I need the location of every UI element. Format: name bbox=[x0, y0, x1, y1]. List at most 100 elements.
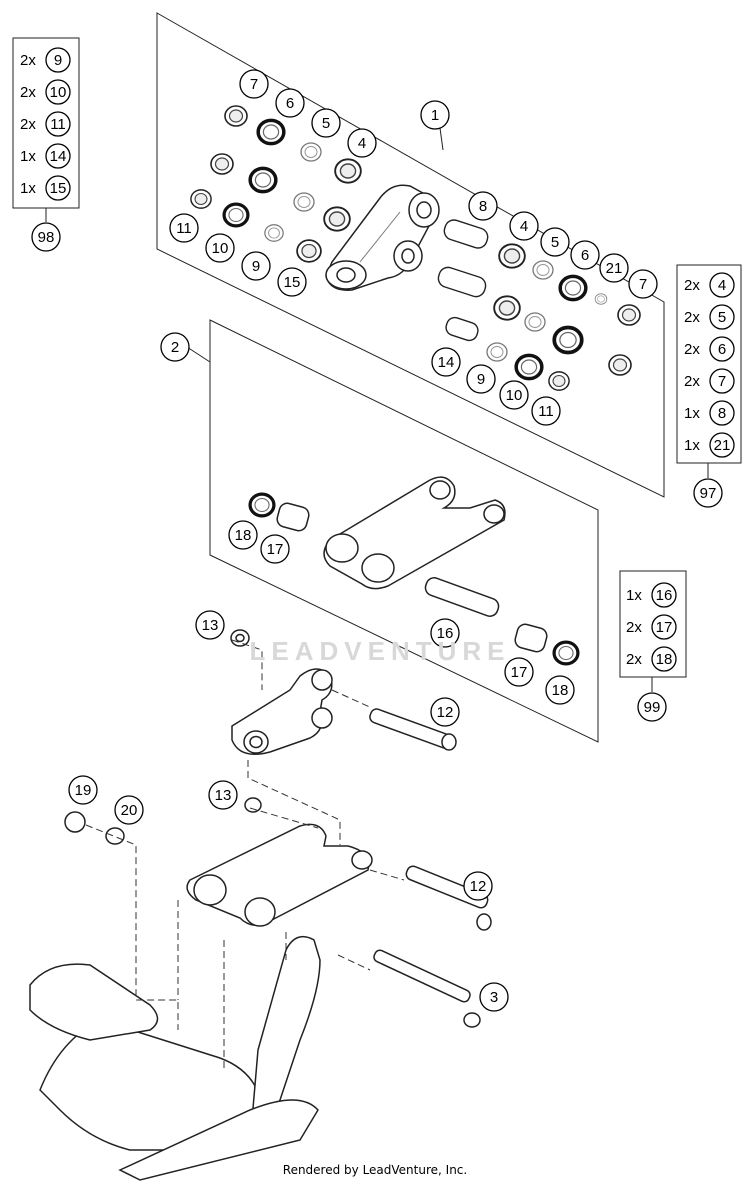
linkage-lever-upper bbox=[325, 184, 440, 291]
callout-c16: 16 bbox=[430, 618, 460, 648]
callout-c13b: 13 bbox=[208, 780, 238, 810]
callout-c10a: 10 bbox=[205, 233, 235, 263]
svg-text:13: 13 bbox=[215, 787, 232, 804]
callout-c8: 8 bbox=[468, 191, 498, 221]
svg-text:4: 4 bbox=[358, 135, 366, 152]
svg-text:21: 21 bbox=[714, 437, 731, 454]
svg-text:11: 11 bbox=[538, 403, 554, 420]
svg-text:4: 4 bbox=[718, 277, 726, 294]
svg-text:15: 15 bbox=[50, 180, 67, 197]
kit-badge-98: 98 bbox=[31, 222, 61, 252]
kit-2-panel bbox=[209, 319, 599, 743]
svg-text:5: 5 bbox=[718, 309, 726, 326]
callout-c6b: 6 bbox=[570, 240, 600, 270]
callout-c9a: 9 bbox=[241, 251, 271, 281]
svg-text:9: 9 bbox=[477, 371, 485, 388]
callout-c3: 3 bbox=[479, 982, 509, 1012]
svg-text:18: 18 bbox=[656, 651, 673, 668]
svg-text:11: 11 bbox=[50, 116, 66, 133]
kit-99-qty: 2x bbox=[626, 619, 642, 636]
svg-text:9: 9 bbox=[252, 258, 260, 275]
kit-98-qty: 2x bbox=[20, 52, 36, 69]
kit-2-parts bbox=[248, 476, 580, 666]
svg-text:11: 11 bbox=[176, 220, 192, 237]
kit-97-qty: 1x bbox=[684, 437, 700, 454]
kit-97-part: 4 bbox=[709, 272, 735, 298]
dashed-guides bbox=[85, 639, 405, 1070]
callout-c9b: 9 bbox=[466, 364, 496, 394]
svg-text:7: 7 bbox=[718, 373, 726, 390]
callout-c18a: 18 bbox=[228, 520, 258, 550]
callout-c20: 20 bbox=[114, 795, 144, 825]
svg-text:16: 16 bbox=[437, 625, 454, 642]
kit-97-qty: 2x bbox=[684, 341, 700, 358]
kit-99-qty: 1x bbox=[626, 587, 642, 604]
svg-text:7: 7 bbox=[639, 276, 647, 293]
kit-98-part: 10 bbox=[45, 79, 71, 105]
callout-c15: 15 bbox=[277, 267, 307, 297]
callout-c17b: 17 bbox=[504, 657, 534, 687]
svg-text:17: 17 bbox=[656, 619, 673, 636]
svg-text:6: 6 bbox=[286, 95, 294, 112]
svg-text:16: 16 bbox=[656, 587, 673, 604]
callout-c21: 21 bbox=[599, 253, 629, 283]
kit-97-qty: 2x bbox=[684, 373, 700, 390]
callout-c4a: 4 bbox=[347, 128, 377, 158]
kit-97-part: 6 bbox=[709, 336, 735, 362]
kit-97-box bbox=[676, 264, 742, 464]
svg-text:17: 17 bbox=[267, 541, 284, 558]
svg-text:20: 20 bbox=[121, 802, 138, 819]
svg-text:6: 6 bbox=[581, 247, 589, 264]
svg-text:14: 14 bbox=[438, 354, 455, 371]
svg-text:14: 14 bbox=[50, 148, 67, 165]
svg-text:6: 6 bbox=[718, 341, 726, 358]
kit-98-qty: 2x bbox=[20, 116, 36, 133]
kit-99-part: 18 bbox=[651, 646, 677, 672]
svg-text:4: 4 bbox=[520, 218, 528, 235]
callout-c6a: 6 bbox=[275, 88, 305, 118]
svg-text:10: 10 bbox=[212, 240, 229, 257]
callout-c11a: 11 bbox=[169, 213, 199, 243]
callout-c5a: 5 bbox=[311, 108, 341, 138]
svg-text:21: 21 bbox=[606, 260, 623, 277]
kit-99-part: 17 bbox=[651, 614, 677, 640]
svg-text:5: 5 bbox=[551, 234, 559, 251]
callout-c11b: 11 bbox=[531, 396, 561, 426]
kit-97-qty: 1x bbox=[684, 405, 700, 422]
kit-badge-97: 97 bbox=[693, 478, 723, 508]
svg-text:10: 10 bbox=[50, 84, 67, 101]
callout-c7a: 7 bbox=[239, 69, 269, 99]
svg-text:9: 9 bbox=[54, 52, 62, 69]
callout-c18b: 18 bbox=[545, 675, 575, 705]
kit-99-part: 16 bbox=[651, 582, 677, 608]
kit-98-qty: 1x bbox=[20, 180, 36, 197]
footer-credit: Rendered by LeadVenture, Inc. bbox=[282, 1163, 468, 1177]
kit-98-part: 14 bbox=[45, 143, 71, 169]
svg-text:5: 5 bbox=[322, 115, 330, 132]
kit-98-qty: 1x bbox=[20, 148, 36, 165]
kit-97-part: 21 bbox=[709, 432, 735, 458]
kit-1-small-parts bbox=[190, 105, 641, 391]
kit-97-part: 8 bbox=[709, 400, 735, 426]
kit-98-part: 15 bbox=[45, 175, 71, 201]
callout-c1: 1 bbox=[420, 100, 450, 130]
svg-text:98: 98 bbox=[38, 229, 55, 246]
callout-c7b: 7 bbox=[628, 269, 658, 299]
callout-c17a: 17 bbox=[260, 534, 290, 564]
svg-text:8: 8 bbox=[479, 198, 487, 215]
svg-text:12: 12 bbox=[470, 878, 487, 895]
svg-text:2: 2 bbox=[171, 339, 179, 356]
callout-c12b: 12 bbox=[463, 871, 493, 901]
kit-98-qty: 2x bbox=[20, 84, 36, 101]
svg-text:10: 10 bbox=[506, 387, 523, 404]
part-callouts: 1234455667789910101111121213131415161717… bbox=[68, 69, 658, 1012]
kit-98-part: 11 bbox=[45, 111, 71, 137]
kit-97-part: 5 bbox=[709, 304, 735, 330]
svg-text:99: 99 bbox=[644, 699, 661, 716]
kit-97-qty: 2x bbox=[684, 309, 700, 326]
svg-text:18: 18 bbox=[235, 527, 252, 544]
callout-c19: 19 bbox=[68, 775, 98, 805]
callout-c14: 14 bbox=[431, 347, 461, 377]
